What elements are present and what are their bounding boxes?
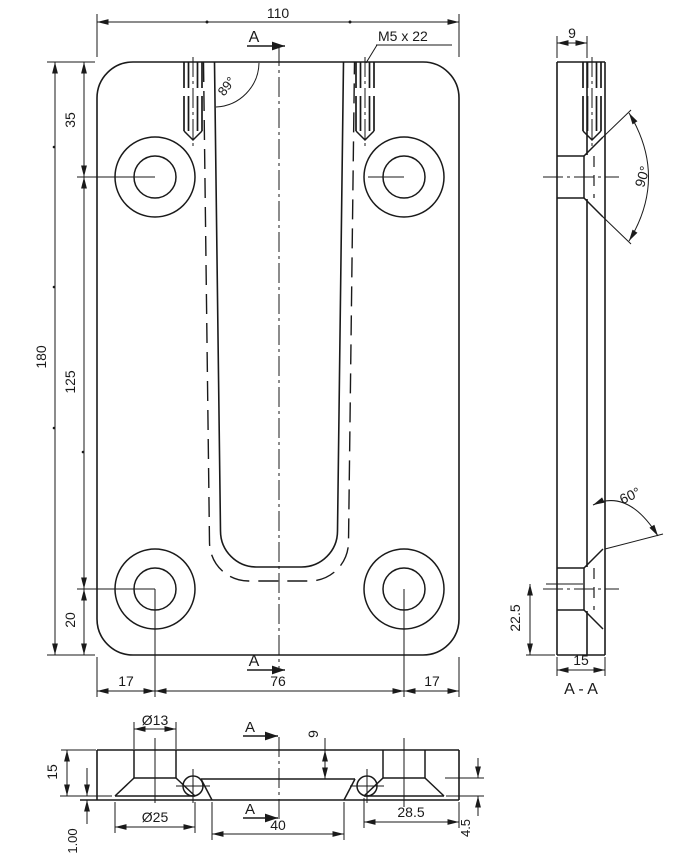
- front-view: 110 35 180 125 20 17 76 17 M5 x 22 89° A…: [33, 5, 460, 697]
- thread-callout-label: M5 x 22: [378, 28, 428, 44]
- dimensions-side: 9 22.5 15 A - A: [507, 25, 606, 698]
- dim-pad-height: 1.00: [65, 828, 80, 853]
- side-outline: [556, 61, 606, 656]
- threaded-hole-right: [355, 57, 375, 150]
- section-label-bottom-view-top: A: [245, 719, 255, 736]
- countersink-angle-label: 90°: [631, 164, 652, 189]
- bottom-boss-right: [363, 738, 445, 807]
- thread-position-symbol-left: [176, 769, 210, 803]
- bottom-slot-channel: [200, 778, 356, 801]
- dim-bottom-offset: 22.5: [507, 604, 523, 631]
- dim-overall-height: 180: [33, 345, 49, 369]
- centerlines-front: [77, 46, 405, 697]
- bottom-outline: [80, 749, 460, 801]
- section-marks-bottom: A A: [243, 719, 278, 823]
- side-view: 90° 60° 9 22.5 15 A - A: [507, 25, 664, 698]
- dim-hole-top-offset: 35: [62, 112, 78, 128]
- extension-lines-front: [47, 14, 460, 697]
- slot-draft-angle-label: 89°: [214, 74, 238, 99]
- section-label-top: A: [249, 29, 260, 46]
- dim-plate-thickness: 9: [568, 25, 576, 41]
- dim-hole-diameter: Ø13: [142, 712, 169, 728]
- dim-hole-left-margin: 17: [118, 673, 134, 689]
- centerlines-side: [543, 176, 619, 590]
- dim-total-thickness-side: 15: [573, 652, 589, 668]
- dim-slot-width: 40: [270, 817, 286, 833]
- dim-hole-right-margin: 17: [424, 673, 440, 689]
- section-marks-front: A A: [247, 29, 285, 675]
- plate-outline: [96, 61, 460, 656]
- dimensions-front: 110 35 180 125 20 17 76 17: [33, 5, 459, 694]
- section-title: A - A: [564, 681, 598, 698]
- dim-hole-horizontal-spacing: 76: [270, 673, 286, 689]
- slot-angle-note: 89°: [214, 62, 260, 108]
- dim-cone-height: 4.5: [458, 819, 473, 837]
- slot-taper-angle-note: 60°: [592, 484, 664, 550]
- countersink-angle-note: 90°: [602, 109, 653, 245]
- bottom-view: Ø13 Ø25 15 1.00 9 40: [44, 712, 484, 854]
- dim-total-thickness-bottom: 15: [44, 764, 60, 780]
- u-slot-hidden-edge: [202, 61, 356, 582]
- dim-hole-bottom-offset: 20: [62, 612, 78, 628]
- thread-callout: M5 x 22: [365, 28, 452, 64]
- dim-countersink-edge-distance: 28.5: [397, 804, 424, 820]
- threaded-hole-left: [183, 57, 203, 150]
- side-threaded-hole: [582, 57, 602, 150]
- dim-countersink-diameter: Ø25: [142, 809, 169, 825]
- dimensions-bottom: Ø13 Ø25 15 1.00 9 40: [44, 712, 484, 854]
- bottom-boss-left: [114, 738, 196, 803]
- slot-taper-angle-label: 60°: [617, 484, 643, 507]
- thread-position-symbol-right: [350, 769, 384, 803]
- section-label-bottom-view-bottom: A: [245, 801, 255, 818]
- dim-slot-depth: 9: [305, 730, 321, 738]
- dim-overall-width: 110: [267, 5, 290, 21]
- section-label-bottom: A: [249, 653, 260, 670]
- dim-hole-vertical-spacing: 125: [62, 370, 78, 394]
